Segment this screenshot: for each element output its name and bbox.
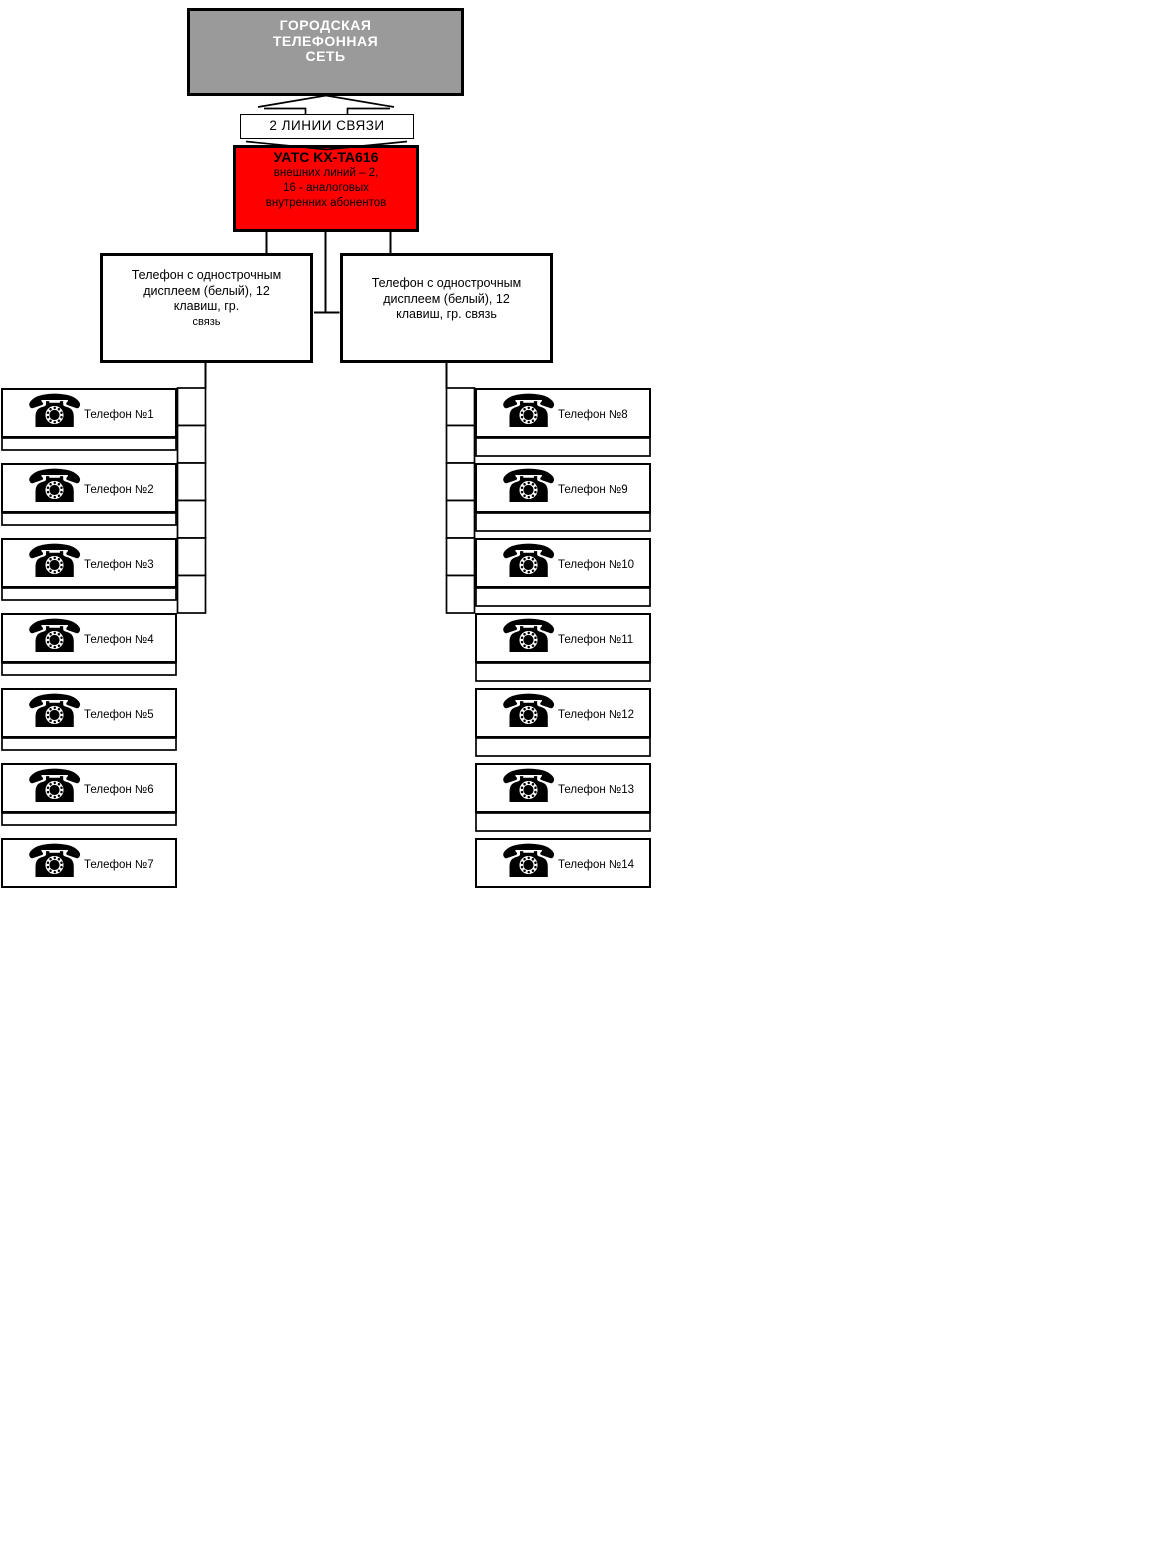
phone-row-right-4: ☎Телефон №11 bbox=[475, 613, 651, 663]
right-ladder-cell bbox=[445, 462, 476, 502]
phone-label: Телефон №1 bbox=[84, 409, 154, 421]
phone-row-right-5: ☎Телефон №12 bbox=[475, 688, 651, 738]
rotary-phone-icon: ☎ bbox=[500, 534, 558, 587]
rotary-phone-icon: ☎ bbox=[500, 684, 558, 737]
right-gap-row bbox=[475, 437, 651, 457]
rotary-phone-icon: ☎ bbox=[26, 684, 84, 737]
phone-label: Телефон №5 bbox=[84, 709, 154, 721]
rotary-phone-icon: ☎ bbox=[26, 459, 84, 512]
left-ladder-cell bbox=[176, 574, 207, 614]
city-network-line: ТЕЛЕФОННАЯ bbox=[272, 32, 379, 49]
rotary-phone-icon: ☎ bbox=[500, 834, 558, 887]
rotary-phone-icon: ☎ bbox=[500, 459, 558, 512]
extension-right-line: Телефон с однострочным bbox=[371, 276, 522, 290]
city-network-line: ГОРОДСКАЯ bbox=[279, 17, 372, 33]
phone-row-left-3: ☎Телефон №3 bbox=[1, 538, 177, 588]
phone-row-left-1: ☎Телефон №1 bbox=[1, 388, 177, 438]
rotary-phone-icon: ☎ bbox=[26, 834, 84, 887]
phone-label: Телефон №14 bbox=[558, 859, 635, 871]
extension-box-left: Телефон с однострочным дисплеем (белый),… bbox=[100, 253, 313, 363]
rotary-phone-icon: ☎ bbox=[500, 759, 558, 812]
phone-row-right-1: ☎Телефон №8 bbox=[475, 388, 651, 438]
rotary-phone-icon: ☎ bbox=[26, 609, 84, 662]
left-gap-row bbox=[1, 437, 177, 451]
extension-right-line: клавиш, гр. связь bbox=[396, 307, 497, 321]
left-ladder-cell bbox=[176, 537, 207, 577]
pbx-box: УАТС KX-TA616 внешних линий – 2, 16 - ан… bbox=[233, 145, 419, 232]
right-gap-row bbox=[475, 587, 651, 607]
pbx-line: внешних линий – 2, bbox=[273, 167, 379, 179]
extension-left-line: Телефон с однострочным bbox=[131, 268, 282, 282]
rotary-phone-icon: ☎ bbox=[26, 534, 84, 587]
right-gap-row bbox=[475, 812, 651, 832]
rotary-phone-icon: ☎ bbox=[500, 384, 558, 437]
right-ladder-cell bbox=[445, 387, 476, 427]
left-gap-row bbox=[1, 737, 177, 751]
rotary-phone-icon: ☎ bbox=[26, 384, 84, 437]
phone-row-left-4: ☎Телефон №4 bbox=[1, 613, 177, 663]
left-ladder-cell bbox=[176, 499, 207, 539]
phone-label: Телефон №3 bbox=[84, 559, 154, 571]
extension-left-line: клавиш, гр. bbox=[173, 299, 240, 313]
city-network-line: СЕТЬ bbox=[305, 48, 346, 64]
left-gap-row bbox=[1, 662, 177, 676]
left-gap-row bbox=[1, 812, 177, 826]
left-gap-row bbox=[1, 512, 177, 526]
phone-label: Телефон №7 bbox=[84, 859, 154, 871]
extension-box-right: Телефон с однострочным дисплеем (белый),… bbox=[340, 253, 553, 363]
right-gap-row bbox=[475, 662, 651, 682]
right-ladder-cell bbox=[445, 574, 476, 614]
city-network-box: ГОРОДСКАЯ ТЕЛЕФОННАЯ СЕТЬ bbox=[187, 8, 464, 96]
left-ladder-cell bbox=[176, 387, 207, 427]
left-ladder-cell bbox=[176, 424, 207, 464]
extension-left-line: дисплеем (белый), 12 bbox=[143, 283, 270, 298]
right-ladder-cell bbox=[445, 537, 476, 577]
phone-label: Телефон №6 bbox=[84, 784, 154, 796]
rotary-phone-icon: ☎ bbox=[26, 759, 84, 812]
pbx-line: 16 - аналоговых bbox=[283, 182, 369, 194]
phone-row-right-6: ☎Телефон №13 bbox=[475, 763, 651, 813]
phone-label: Телефон №12 bbox=[558, 709, 635, 721]
phone-label: Телефон №10 bbox=[558, 559, 635, 571]
right-gap-row bbox=[475, 512, 651, 532]
extension-left-line: связь bbox=[192, 315, 221, 328]
link-lines-label: 2 ЛИНИИ СВЯЗИ bbox=[240, 114, 414, 139]
phone-label: Телефон №2 bbox=[84, 484, 154, 496]
extension-right-line: дисплеем (белый), 12 bbox=[383, 291, 510, 306]
rotary-phone-icon: ☎ bbox=[500, 609, 558, 662]
phone-label: Телефон №4 bbox=[84, 634, 154, 646]
pbx-title: УАТС KX-TA616 bbox=[273, 149, 379, 165]
phone-label: Телефон №9 bbox=[558, 484, 628, 496]
right-ladder-cell bbox=[445, 424, 476, 464]
pbx-line: внутренних абонентов bbox=[265, 197, 387, 209]
up-arrow-head bbox=[257, 94, 395, 108]
phone-row-right-7: ☎Телефон №14 bbox=[475, 838, 651, 888]
phone-label: Телефон №13 bbox=[558, 784, 635, 796]
phone-row-left-6: ☎Телефон №6 bbox=[1, 763, 177, 813]
phone-row-left-7: ☎Телефон №7 bbox=[1, 838, 177, 888]
phone-label: Телефон №11 bbox=[558, 634, 634, 646]
phone-label: Телефон №8 bbox=[558, 409, 628, 421]
phone-row-right-2: ☎Телефон №9 bbox=[475, 463, 651, 513]
phone-row-left-2: ☎Телефон №2 bbox=[1, 463, 177, 513]
right-ladder-cell bbox=[445, 499, 476, 539]
right-gap-row bbox=[475, 737, 651, 757]
phone-row-left-5: ☎Телефон №5 bbox=[1, 688, 177, 738]
left-gap-row bbox=[1, 587, 177, 601]
phone-row-right-3: ☎Телефон №10 bbox=[475, 538, 651, 588]
left-ladder-cell bbox=[176, 462, 207, 502]
